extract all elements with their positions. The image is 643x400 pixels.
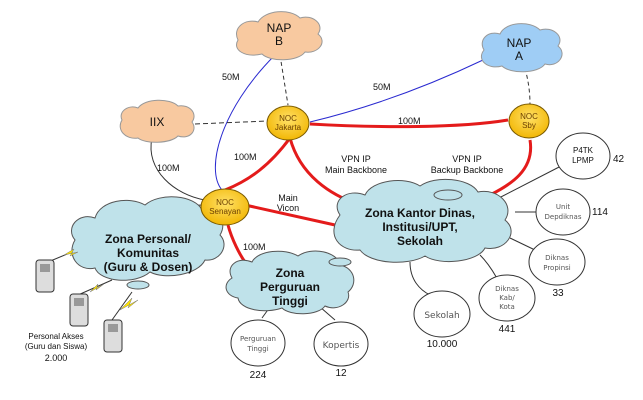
phone-icon [103, 291, 139, 353]
p4tk-line1: P4TK [573, 146, 594, 155]
label-jakarta-senayan-100m: 100M [234, 152, 257, 162]
noc-jakarta[interactable]: NOC Jakarta [266, 105, 310, 141]
antenna-icon [328, 257, 352, 267]
link-kantor-propinsi [509, 237, 536, 251]
endpoint-sekolah[interactable]: Sekolah 10.000 [413, 290, 471, 350]
pt-count: 224 [250, 370, 267, 381]
pt-line1: Perguruan [240, 335, 276, 343]
link-iix-jakarta [194, 120, 269, 125]
label-backup-backbone-line1: VPN IP [452, 154, 482, 164]
endpoint-perguruan-tinggi[interactable]: Perguruan Tinggi 224 [230, 319, 286, 381]
zona-personal-line1: Zona Personal/ [105, 232, 192, 246]
noc-senayan-line1: NOC [216, 198, 234, 207]
noc-sby[interactable]: NOC Sby [508, 103, 550, 139]
label-napa-50m: 50M [373, 82, 391, 92]
noc-jakarta-line2: Jakarta [275, 123, 302, 132]
endpoint-unit-depdiknas[interactable]: Unit Depdiknas 114 [535, 188, 608, 236]
unit-line2: Depdiknas [545, 213, 582, 221]
kab-line3: Kota [499, 303, 515, 311]
noc-sby-line1: NOC [520, 112, 538, 121]
kopertis-label: Kopertis [323, 341, 360, 351]
noc-senayan-line2: Senayan [209, 207, 241, 216]
link-napb-senayan [214, 54, 276, 191]
link-kantor-kab [479, 254, 499, 281]
endpoint-diknas-propinsi[interactable]: Diknas Propinsi 33 [528, 238, 586, 299]
link-jakarta-senayan [224, 137, 292, 192]
zona-pt-line2: Perguruan [260, 280, 320, 294]
label-backup-backbone-line2: Backup Backbone [431, 165, 504, 175]
cloud-iix[interactable]: IIX [119, 99, 195, 143]
zona-pt-line1: Zona [276, 266, 305, 280]
nap-b-line1: NAP [267, 21, 292, 35]
personal-akses-count: 2.000 [45, 353, 68, 363]
antenna-icon [433, 189, 463, 201]
cloud-nap-a[interactable]: NAP A [480, 23, 563, 73]
noc-senayan[interactable]: NOC Senayan [200, 188, 250, 226]
cloud-nap-b[interactable]: NAP B [236, 11, 323, 61]
link-senayan-kantor [244, 203, 336, 227]
antenna-icon [126, 280, 150, 290]
noc-sby-line2: Sby [522, 121, 536, 130]
unit-count: 114 [592, 207, 608, 218]
zona-kantor-line1: Zona Kantor Dinas, [365, 206, 475, 220]
link-iix-senayan [150, 137, 206, 201]
propinsi-count: 33 [552, 288, 564, 299]
zona-personal-line2: Komunitas [117, 246, 179, 260]
label-main-backbone-line1: VPN IP [341, 154, 371, 164]
cloud-zona-personal[interactable]: Zona Personal/ Komunitas (Guru & Dosen) [71, 196, 225, 290]
unit-line1: Unit [556, 203, 571, 211]
label-main-backbone-line2: Main Backbone [325, 165, 387, 175]
label-jakarta-sby-100m: 100M [398, 116, 421, 126]
label-iix-100m: 100M [157, 163, 180, 173]
link-jakarta-sby [309, 118, 509, 129]
label-main-vicon-line1: Main [278, 193, 298, 203]
nap-a-line2: A [515, 49, 523, 63]
phone-icon [35, 248, 79, 293]
zona-pt-line3: Tinggi [272, 294, 308, 308]
link-sby-kantor [489, 139, 533, 197]
label-main-vicon-line2: Vicon [277, 203, 299, 213]
iix-label: IIX [150, 115, 165, 129]
propinsi-line1: Diknas [545, 254, 569, 262]
pt-line2: Tinggi [246, 345, 268, 353]
nap-a-line1: NAP [507, 36, 532, 50]
p4tk-count: 42 [613, 154, 625, 165]
kopertis-count: 12 [335, 368, 347, 379]
link-napa-sby [524, 67, 531, 106]
personal-akses-line1: Personal Akses [28, 332, 83, 341]
link-napb-jakarta [279, 54, 289, 106]
zona-personal-line3: (Guru & Dosen) [104, 260, 193, 274]
sekolah-label: Sekolah [424, 311, 459, 321]
personal-akses-line2: (Guru dan Siswa) [25, 342, 88, 351]
zona-kantor-line3: Sekolah [397, 234, 443, 248]
cloud-zona-pt[interactable]: Zona Perguruan Tinggi [225, 250, 355, 315]
kab-line1: Diknas [495, 285, 519, 293]
kab-line2: Kab/ [499, 294, 515, 302]
link-kantor-p4tk [494, 164, 564, 201]
nap-b-line2: B [275, 34, 283, 48]
endpoint-kopertis[interactable]: Kopertis 12 [313, 321, 369, 379]
propinsi-line2: Propinsi [543, 264, 571, 272]
label-napb-50m: 50M [222, 72, 240, 82]
label-senayan-pt-100m: 100M [243, 242, 266, 252]
zona-kantor-line2: Institusi/UPT, [382, 220, 457, 234]
endpoint-diknas-kab[interactable]: Diknas Kab/ Kota 441 [478, 274, 536, 335]
sekolah-count: 10.000 [427, 339, 458, 350]
cloud-zona-kantor[interactable]: Zona Kantor Dinas, Institusi/UPT, Sekola… [333, 178, 512, 263]
endpoint-p4tk[interactable]: P4TK LPMP 42 [555, 132, 625, 180]
phone-icon [69, 279, 113, 327]
link-napa-jakarta [309, 59, 484, 123]
noc-jakarta-line1: NOC [279, 114, 297, 123]
p4tk-line2: LPMP [572, 156, 594, 165]
kab-count: 441 [499, 324, 516, 335]
link-kantor-sekolah [409, 261, 431, 296]
